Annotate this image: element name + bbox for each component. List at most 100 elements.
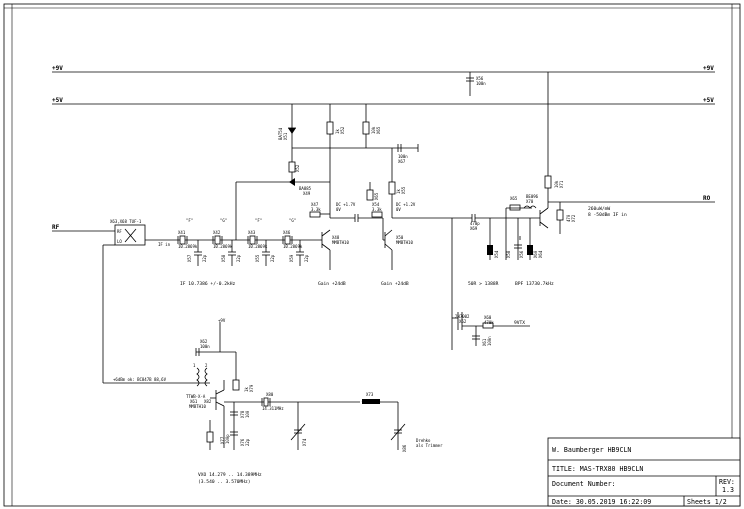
amp-stage-2: X54 3.3k X50 MMBTH10 DC +1.2V 0V Gain +2… <box>371 202 472 287</box>
svg-text:50R > 1388R: 50R > 1388R <box>468 281 499 287</box>
svg-text:+6dBm ok: BC847B 88,6V: +6dBm ok: BC847B 88,6V <box>113 377 167 382</box>
svg-text:14.311MHz: 14.311MHz <box>262 406 284 411</box>
svg-text:"F": "F" <box>186 218 193 223</box>
tb-title: TITLE: MAS-TRX80 HB9CLN <box>552 465 643 473</box>
svg-text:100n: 100n <box>398 154 408 159</box>
svg-text:MMBTH10: MMBTH10 <box>332 240 349 245</box>
svg-text:X61: X61 <box>482 338 487 346</box>
svg-text:X52: X52 <box>340 126 345 134</box>
xtal-2 <box>212 235 223 245</box>
svg-text:X64: X64 <box>538 250 543 258</box>
svg-text:10k: 10k <box>371 126 376 134</box>
svg-text:22p: 22p <box>245 438 250 446</box>
svg-text:X63,X68 TUF-1: X63,X68 TUF-1 <box>110 219 142 224</box>
svg-text:TTWB-X-A: TTWB-X-A <box>186 394 206 399</box>
svg-text:BPF 13730.7kHz: BPF 13730.7kHz <box>515 281 554 287</box>
svg-text:Gain +24dB: Gain +24dB <box>381 281 409 287</box>
svg-text:+9V: +9V <box>52 65 63 72</box>
xtal-4 <box>282 235 293 245</box>
svg-text:X55: X55 <box>401 186 406 194</box>
xtal-3 <box>247 235 258 245</box>
svg-text:X60: X60 <box>533 250 538 258</box>
svg-text:LO: LO <box>117 239 122 244</box>
crystal-filter: "F" "G" "F" "G" X41 10.2869k X42 10.2869… <box>175 218 320 287</box>
svg-text:X82: X82 <box>204 399 212 404</box>
svg-text:9VTX: 9VTX <box>514 320 525 326</box>
svg-text:RF: RF <box>52 224 60 231</box>
svg-text:0V: 0V <box>396 207 401 212</box>
tb-author: W. Baumberger HB9CLN <box>552 446 631 454</box>
svg-text:X73: X73 <box>366 392 374 397</box>
vxo-oscillator: +9V X62 100n 1k X79 1 2 TTWB-X-A X61 MMB… <box>186 318 443 485</box>
svg-text:260uW/mW: 260uW/mW <box>588 206 610 212</box>
svg-text:100n: 100n <box>487 336 492 346</box>
svg-text:X72: X72 <box>571 214 576 222</box>
svg-text:X59: X59 <box>289 254 294 262</box>
svg-text:8 -50dBm IF in: 8 -50dBm IF in <box>588 212 627 218</box>
bias-network: BAT54 X51 X52 100n X67 BA885 X49 1k X52 … <box>235 104 419 240</box>
tb-rev: 1.3 <box>722 486 734 494</box>
svg-text:X79: X79 <box>249 384 254 392</box>
svg-text:10k: 10k <box>554 180 559 188</box>
svg-text:+5V: +5V <box>52 97 63 104</box>
svg-text:2N7002: 2N7002 <box>455 314 470 319</box>
svg-text:IF in: IF in <box>158 242 171 247</box>
sheet-frame <box>3 3 741 507</box>
svg-text:100p: 100p <box>225 434 230 444</box>
svg-text:Gain +24dB: Gain +24dB <box>318 281 346 287</box>
svg-text:X80: X80 <box>266 392 274 397</box>
svg-text:100n: 100n <box>200 344 210 349</box>
svg-text:DC +1.2V: DC +1.2V <box>396 202 416 207</box>
svg-text:100: 100 <box>245 410 250 418</box>
shunt-cap-2 <box>228 240 236 266</box>
rail-9v: +9V +9V X56 100n <box>52 65 715 104</box>
svg-text:+9V: +9V <box>218 318 226 323</box>
svg-text:10.2869k: 10.2869k <box>178 244 198 249</box>
shunt-cap-4 <box>296 240 304 266</box>
svg-text:MMBTH10: MMBTH10 <box>396 240 413 245</box>
svg-text:X67: X67 <box>398 159 406 164</box>
svg-text:X42: X42 <box>213 230 221 235</box>
output-network: 470p X69 X54 X65 BE096 X70 X58 X60 X56 X… <box>468 104 715 287</box>
svg-text:1k: 1k <box>396 189 401 194</box>
svg-text:3.3k: 3.3k <box>372 207 382 212</box>
svg-text:X46: X46 <box>283 230 291 235</box>
rf-input-port: RF <box>52 224 115 232</box>
svg-text:22p: 22p <box>304 254 309 262</box>
title-block: W. Baumberger HB9CLN TITLE: MAS-TRX80 HB… <box>547 437 741 507</box>
svg-text:X41: X41 <box>178 230 186 235</box>
svg-text:22p: 22p <box>202 254 207 262</box>
svg-text:X76: X76 <box>240 438 245 446</box>
svg-text:"F": "F" <box>255 218 262 223</box>
svg-text:X62: X62 <box>200 339 208 344</box>
mixer-tuf1: X63,X68 TUF-1 RF LO IF in +6dBm ok: BC84… <box>102 219 210 384</box>
svg-text:22p: 22p <box>270 254 275 262</box>
svg-text:X62: X62 <box>459 319 467 324</box>
svg-text:22p: 22p <box>236 254 241 262</box>
svg-text:10.2869k: 10.2869k <box>283 244 303 249</box>
svg-text:100n: 100n <box>476 81 486 86</box>
svg-text:2: 2 <box>205 363 208 368</box>
svg-text:DC +1.7V: DC +1.7V <box>336 202 356 207</box>
svg-text:BE096: BE096 <box>526 194 539 199</box>
svg-text:470: 470 <box>566 214 571 222</box>
shunt-cap-3 <box>262 240 270 266</box>
svg-text:X78: X78 <box>240 410 245 418</box>
svg-text:X54: X54 <box>372 202 380 207</box>
svg-text:X49: X49 <box>303 191 311 196</box>
tb-rev-label: REV: <box>719 478 735 486</box>
svg-text:X56: X56 <box>519 250 524 258</box>
rail-5v: +5V +5V <box>52 97 715 105</box>
svg-text:X77: X77 <box>220 436 225 444</box>
svg-text:(3.540 .. 3.570MHz): (3.540 .. 3.570MHz) <box>198 479 251 485</box>
xtal-1 <box>177 235 188 245</box>
svg-text:+9V: +9V <box>703 65 714 72</box>
svg-text:X52: X52 <box>295 164 300 172</box>
shunt-cap-1 <box>194 240 202 266</box>
svg-text:X54: X54 <box>494 250 499 258</box>
svg-text:"G": "G" <box>220 218 227 223</box>
tb-date: Date: 30.05.2019 16:22:09 <box>552 498 651 506</box>
svg-text:X70: X70 <box>526 199 534 204</box>
